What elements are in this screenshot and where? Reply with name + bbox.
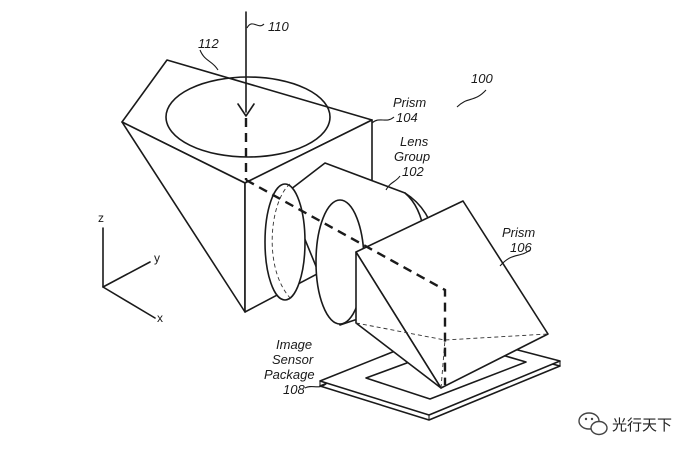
label-100: 100 xyxy=(471,71,493,86)
prism-106 xyxy=(355,200,549,389)
label-sensor-line2: Sensor xyxy=(272,352,314,367)
label-sensor-number: 108 xyxy=(283,382,305,397)
axis-y-label: y xyxy=(154,251,160,265)
wechat-icon xyxy=(578,412,608,436)
label-110: 110 xyxy=(268,19,289,34)
label-prism-104-number: 104 xyxy=(396,110,418,125)
label-lens-group-line1: Lens xyxy=(400,134,429,149)
label-prism-106-number: 106 xyxy=(510,240,532,255)
coordinate-axes: z y x xyxy=(98,211,163,325)
label-prism-106-name: Prism xyxy=(502,225,535,240)
aperture-112 xyxy=(165,76,331,158)
axis-z-label: z xyxy=(98,211,104,225)
axis-x-label: x xyxy=(157,311,163,325)
watermark: 光行天下 xyxy=(578,412,672,436)
label-lens-group-line2: Group xyxy=(394,149,430,164)
labels: 110 112 100 Prism 104 Lens Group 102 Pri… xyxy=(198,19,535,397)
label-sensor-line3: Package xyxy=(264,367,315,382)
watermark-text: 光行天下 xyxy=(612,416,672,434)
label-sensor-line1: Image xyxy=(276,337,312,352)
leader-lines xyxy=(199,23,531,389)
label-112: 112 xyxy=(198,36,219,51)
optical-path xyxy=(237,11,447,385)
label-lens-group-number: 102 xyxy=(402,164,424,179)
label-prism-104-name: Prism xyxy=(393,95,426,110)
ray-arrowhead xyxy=(237,103,255,117)
